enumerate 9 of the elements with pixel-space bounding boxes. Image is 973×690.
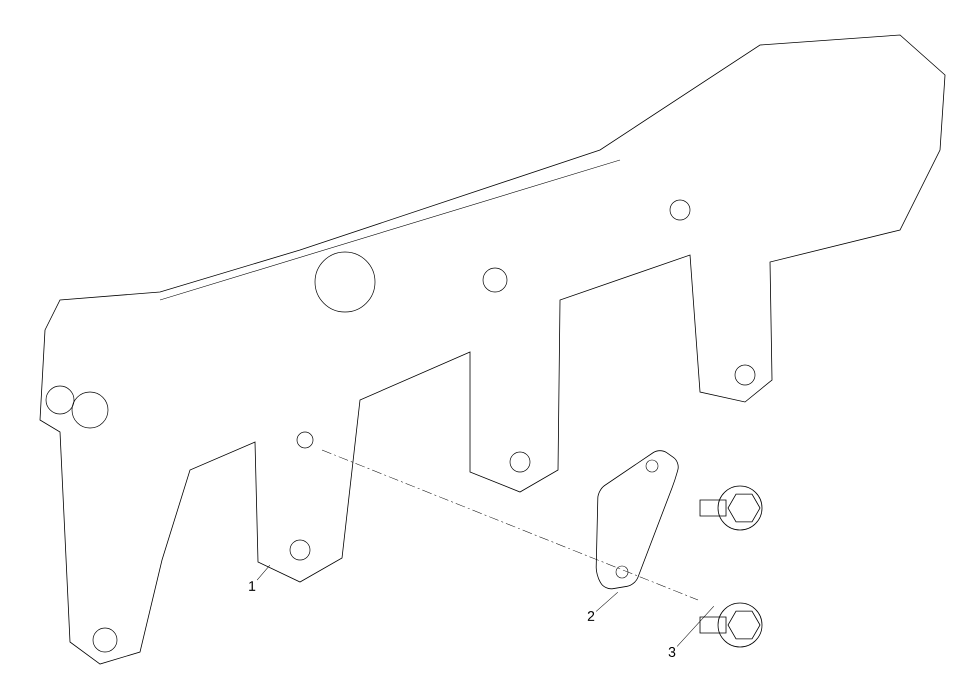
callout-number: 1 xyxy=(249,581,256,591)
gasket-drawing xyxy=(596,450,679,590)
leader-line xyxy=(596,592,618,612)
callout-number: 3 xyxy=(668,647,676,657)
bolt-drawing xyxy=(700,602,762,648)
leader-line xyxy=(256,564,270,580)
leader-line xyxy=(676,606,714,647)
callout-number: 2 xyxy=(588,611,594,621)
housing-drawing xyxy=(40,34,946,664)
